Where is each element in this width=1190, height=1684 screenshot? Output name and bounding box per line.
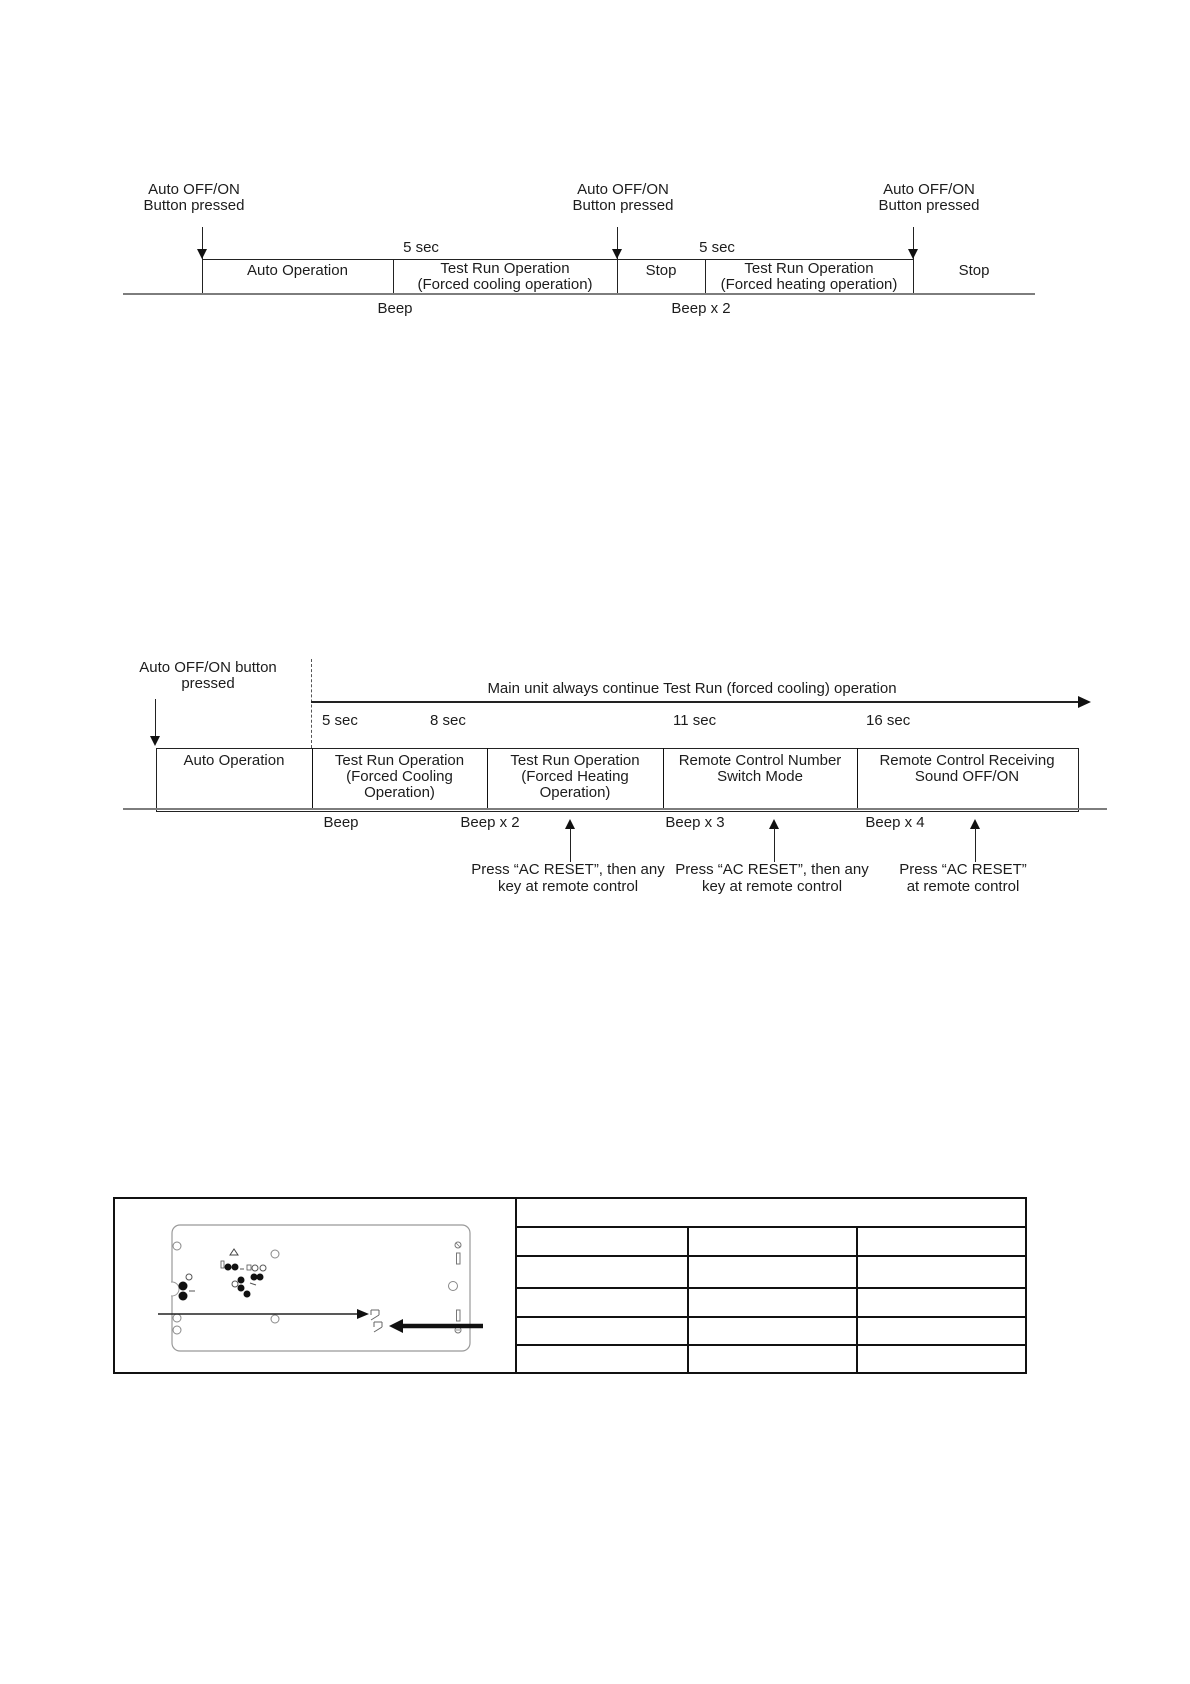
up-arrow-line [975,828,976,862]
timeline-baseline [123,293,1035,295]
beep-label: Beep x 3 [665,814,725,831]
up-arrow-icon [769,819,779,829]
up-arrow-line [774,828,775,862]
box-divider [663,748,664,810]
box-test-run-heating: Test Run Operation (Forced Heating Opera… [510,752,640,801]
table-column-line [515,1197,517,1374]
down-arrow-line [155,699,156,738]
down-arrow-icon [197,249,207,259]
duration-label: 8 sec [430,712,466,729]
down-arrow-line [202,227,203,295]
table-row-line [515,1344,1027,1346]
main-unit-note: Main unit always continue Test Run (forc… [487,680,897,697]
duration-label: 5 sec [322,712,358,729]
table-row-line [515,1287,1027,1289]
dashed-start-line [311,659,312,748]
timeline-top-line [202,259,913,260]
press-ac-reset-note: Press “AC RESET”, then any key at remote… [675,861,869,895]
duration-label: 16 sec [866,712,911,729]
table-column-line [856,1226,858,1374]
duration-label: 5 sec [699,239,735,256]
button-pressed-label: Auto OFF/ON Button pressed [143,181,245,214]
beep-label: Beep [377,300,413,317]
box-divider [857,748,858,810]
button-pressed-label: Auto OFF/ON button pressed [139,659,277,692]
continuous-arrow-line [311,701,1079,703]
beep-label: Beep [323,814,359,831]
down-arrow-line [913,227,914,295]
table-column-line [687,1226,689,1374]
circuit-board-illustration [158,1224,483,1352]
right-arrow-icon [1078,696,1091,708]
table-row-line [515,1316,1027,1318]
down-arrow-icon [612,249,622,259]
segment-divider [705,259,706,295]
beep-label: Beep x 4 [865,814,925,831]
box-divider [487,748,488,810]
down-arrow-icon [150,736,160,746]
button-pressed-label: Auto OFF/ON Button pressed [572,181,674,214]
button-pressed-label: Auto OFF/ON Button pressed [878,181,980,214]
segment-test-run-heating: Test Run Operation (Forced heating opera… [720,260,898,293]
duration-label: 5 sec [403,239,439,256]
duration-label: 11 sec [673,712,717,729]
table-row-line [515,1226,1027,1228]
box-divider [312,748,313,810]
segment-auto-operation: Auto Operation [247,262,348,279]
down-arrow-icon [908,249,918,259]
up-arrow-icon [565,819,575,829]
box-remote-number-switch: Remote Control Number Switch Mode [678,752,842,785]
segment-stop: Stop [645,262,677,279]
segment-test-run-cooling: Test Run Operation (Forced cooling opera… [417,260,593,293]
segment-stop: Stop [958,262,990,279]
mode-boxes-outline [156,748,1079,812]
table-outer-border [113,1197,1027,1374]
up-arrow-icon [970,819,980,829]
box-test-run-cooling: Test Run Operation (Forced Cooling Opera… [334,752,465,801]
up-arrow-line [570,828,571,862]
down-arrow-line [617,227,618,295]
press-ac-reset-note: Press “AC RESET”, then any key at remote… [471,861,665,895]
table-row-line [515,1255,1027,1257]
beep-label: Beep x 2 [671,300,731,317]
segment-divider [393,259,394,295]
box-auto-operation: Auto Operation [183,752,285,769]
beep-label: Beep x 2 [460,814,520,831]
press-ac-reset-note: Press “AC RESET” at remote control [899,861,1027,895]
box-remote-receiving-sound: Remote Control Receiving Sound OFF/ON [879,752,1055,785]
timeline-baseline [123,808,1107,810]
